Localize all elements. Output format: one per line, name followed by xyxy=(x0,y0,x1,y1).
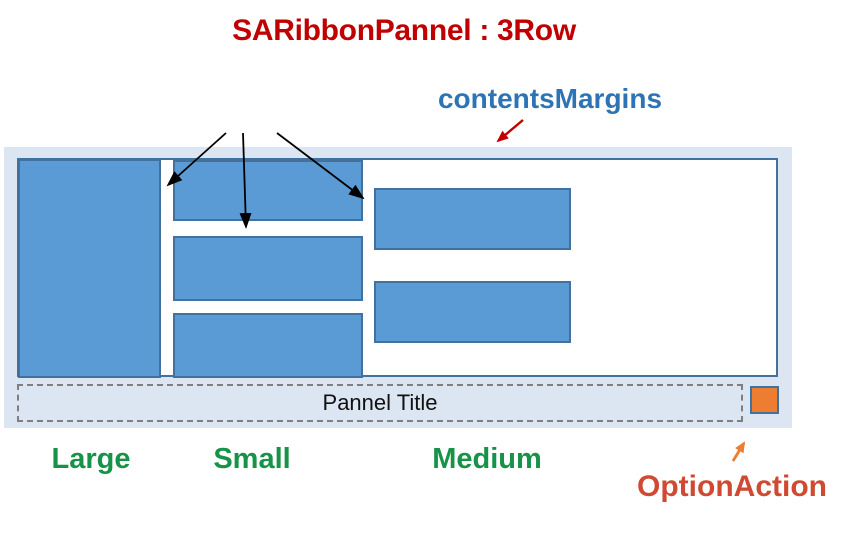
large-label: Large xyxy=(51,443,131,475)
diagram-title: SARibbonPannel : 3Row xyxy=(232,14,576,47)
option-action-button-shape xyxy=(750,386,779,414)
panel-title-bar: Pannel Title xyxy=(17,384,743,422)
contents-margins-label: contentsMargins xyxy=(437,83,663,114)
small-button-shape-1 xyxy=(173,160,363,221)
small-label: Small xyxy=(213,443,291,475)
medium-button-shape-1 xyxy=(374,188,571,250)
small-button-shape-2 xyxy=(173,236,363,301)
option-action-label: OptionAction xyxy=(637,470,827,503)
small-button-shape-3 xyxy=(173,313,363,378)
option-action-arrow xyxy=(731,441,746,462)
medium-button-shape-2 xyxy=(374,281,571,343)
panel-title-text: Pannel Title xyxy=(322,390,438,415)
contents-margins-arrow xyxy=(496,119,524,143)
medium-label: Medium xyxy=(432,443,542,475)
large-button-shape xyxy=(18,159,161,378)
ribbon-panel: Pannel Title xyxy=(4,147,792,428)
